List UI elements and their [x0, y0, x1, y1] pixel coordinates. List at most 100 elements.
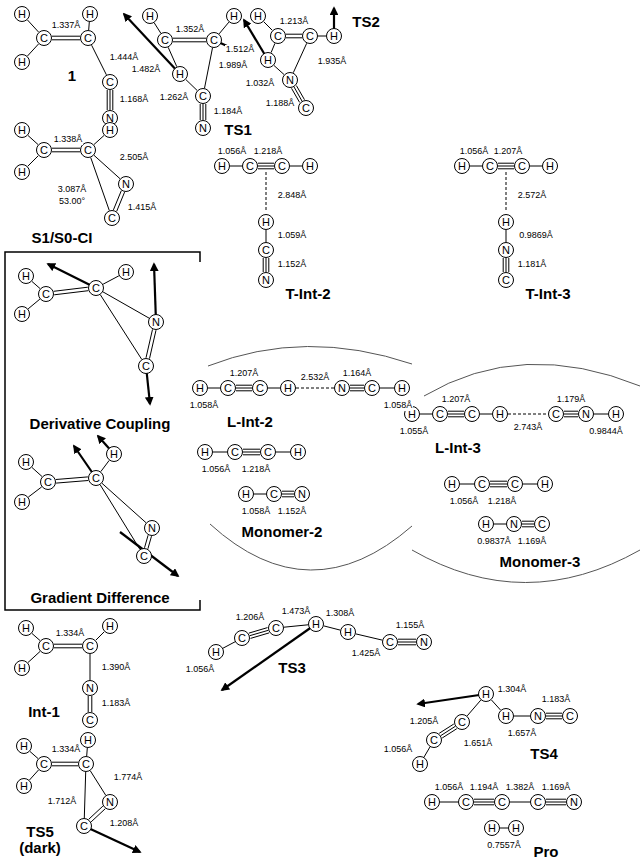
bond-line — [282, 491, 294, 497]
bond-length: 1.334Å — [51, 745, 82, 755]
bond-line — [264, 22, 273, 31]
atom-symbol: H — [398, 383, 406, 394]
bond-line — [420, 414, 432, 415]
bond-line — [28, 156, 39, 167]
bond-line — [96, 632, 105, 641]
atom-circle: C — [432, 406, 448, 422]
bond-length: 1.218Å — [487, 497, 518, 507]
atom-circle: C — [382, 634, 398, 650]
atom-symbol: H — [86, 9, 94, 20]
molecule-name: TS5 (dark) — [11, 824, 69, 857]
bond-length: 1.213Å — [279, 17, 310, 27]
atom-circle: H — [14, 6, 30, 22]
bond-length: 1.337Å — [51, 21, 82, 31]
bond-line — [498, 163, 514, 169]
atom-circle: H — [172, 66, 188, 82]
bond-line — [154, 23, 161, 33]
bond-length: 2.505Å — [119, 153, 150, 163]
atom-circle: H — [498, 708, 514, 724]
atom-symbol: H — [122, 267, 130, 278]
bond-length: 1.444Å — [109, 53, 140, 63]
atom-circle: C — [88, 280, 104, 296]
atom-symbol: C — [92, 473, 100, 484]
bond-line — [56, 477, 88, 483]
atom-symbol: H — [312, 619, 320, 630]
atom-symbol: C — [278, 161, 286, 172]
bond-line — [546, 799, 566, 805]
bond-length: 0.9869Å — [518, 231, 554, 241]
atom-circle: C — [507, 476, 523, 492]
atom-circle: N — [530, 708, 546, 724]
bond-length: 1.152Å — [277, 507, 308, 517]
atom-symbol: N — [122, 179, 130, 190]
atom-circle: C — [40, 474, 56, 490]
atom-symbol: C — [42, 641, 50, 652]
bond-length: 1.206Å — [235, 613, 266, 623]
atom-circle: C — [36, 142, 52, 158]
displacement-arrow — [120, 532, 178, 576]
atom-symbol: H — [344, 627, 352, 638]
atom-symbol: C — [430, 735, 438, 746]
bond-line — [263, 258, 269, 272]
atom-circle: C — [80, 30, 96, 46]
bond-line — [103, 276, 119, 284]
bond-length: 1.194Å — [469, 783, 500, 793]
atom-symbol: C — [238, 633, 246, 644]
atom-circle: H — [492, 406, 508, 422]
atom-symbol: C — [458, 717, 466, 728]
bond-line — [92, 45, 107, 75]
bond-line — [89, 806, 106, 822]
atom-circle: C — [426, 732, 442, 748]
atom-circle: C — [234, 630, 250, 646]
atom-circle: H — [18, 268, 34, 284]
atom-circle: C — [88, 470, 104, 486]
atom-circle: C — [270, 28, 286, 44]
atom-symbol: H — [416, 759, 424, 770]
atom-circle: H — [260, 52, 276, 68]
atom-circle: N — [506, 516, 522, 532]
bond-line — [54, 287, 89, 295]
bond-length: 1.774Å — [113, 773, 144, 783]
atom-symbol: H — [196, 383, 204, 394]
atom-circle: H — [226, 8, 242, 24]
bond-line — [230, 166, 242, 167]
atom-symbol: C — [502, 275, 510, 286]
atom-circle: C — [102, 74, 118, 90]
bond-line — [318, 36, 326, 37]
atom-circle: H — [424, 794, 440, 810]
atom-circle: H — [412, 756, 428, 772]
bond-length: 1.338Å — [53, 135, 84, 145]
atom-symbol: N — [86, 683, 94, 694]
bond-length: 1.218Å — [253, 147, 284, 157]
bond-length: 1.056Å — [217, 147, 248, 157]
atom-circle: C — [195, 88, 211, 104]
bond-length: 1.058Å — [383, 401, 414, 411]
bond-length: 1.181Å — [517, 260, 548, 270]
bond-line — [86, 748, 88, 756]
bond-line — [146, 329, 156, 358]
bond-line — [296, 388, 334, 389]
atom-circle: C — [548, 406, 564, 422]
bond-length: 1.352Å — [175, 25, 206, 35]
bond-length: 2.532Å — [300, 373, 331, 383]
atom-symbol: H — [18, 125, 26, 136]
bond-line — [523, 484, 537, 485]
molecule-name: T-Int-3 — [525, 286, 572, 303]
bond-line — [168, 47, 177, 66]
atom-circle: C — [242, 158, 258, 174]
molecule-name: 1 — [67, 68, 77, 85]
bond-length: 0.9844Å — [588, 427, 624, 437]
molecule-name: L-Int-3 — [434, 440, 482, 457]
atom-circle: C — [562, 708, 578, 724]
atom-circle: C — [76, 818, 92, 834]
atom-circle: H — [142, 8, 158, 24]
bond-length: 1.218Å — [241, 465, 272, 475]
atom-symbol: C — [140, 551, 148, 562]
atom-circle: C — [474, 476, 490, 492]
bond-line — [223, 642, 235, 648]
bond-line — [52, 148, 80, 152]
bond-length: 1.262Å — [159, 93, 190, 103]
atom-circle: C — [534, 516, 550, 532]
bond-length: 1.712Å — [47, 797, 78, 807]
